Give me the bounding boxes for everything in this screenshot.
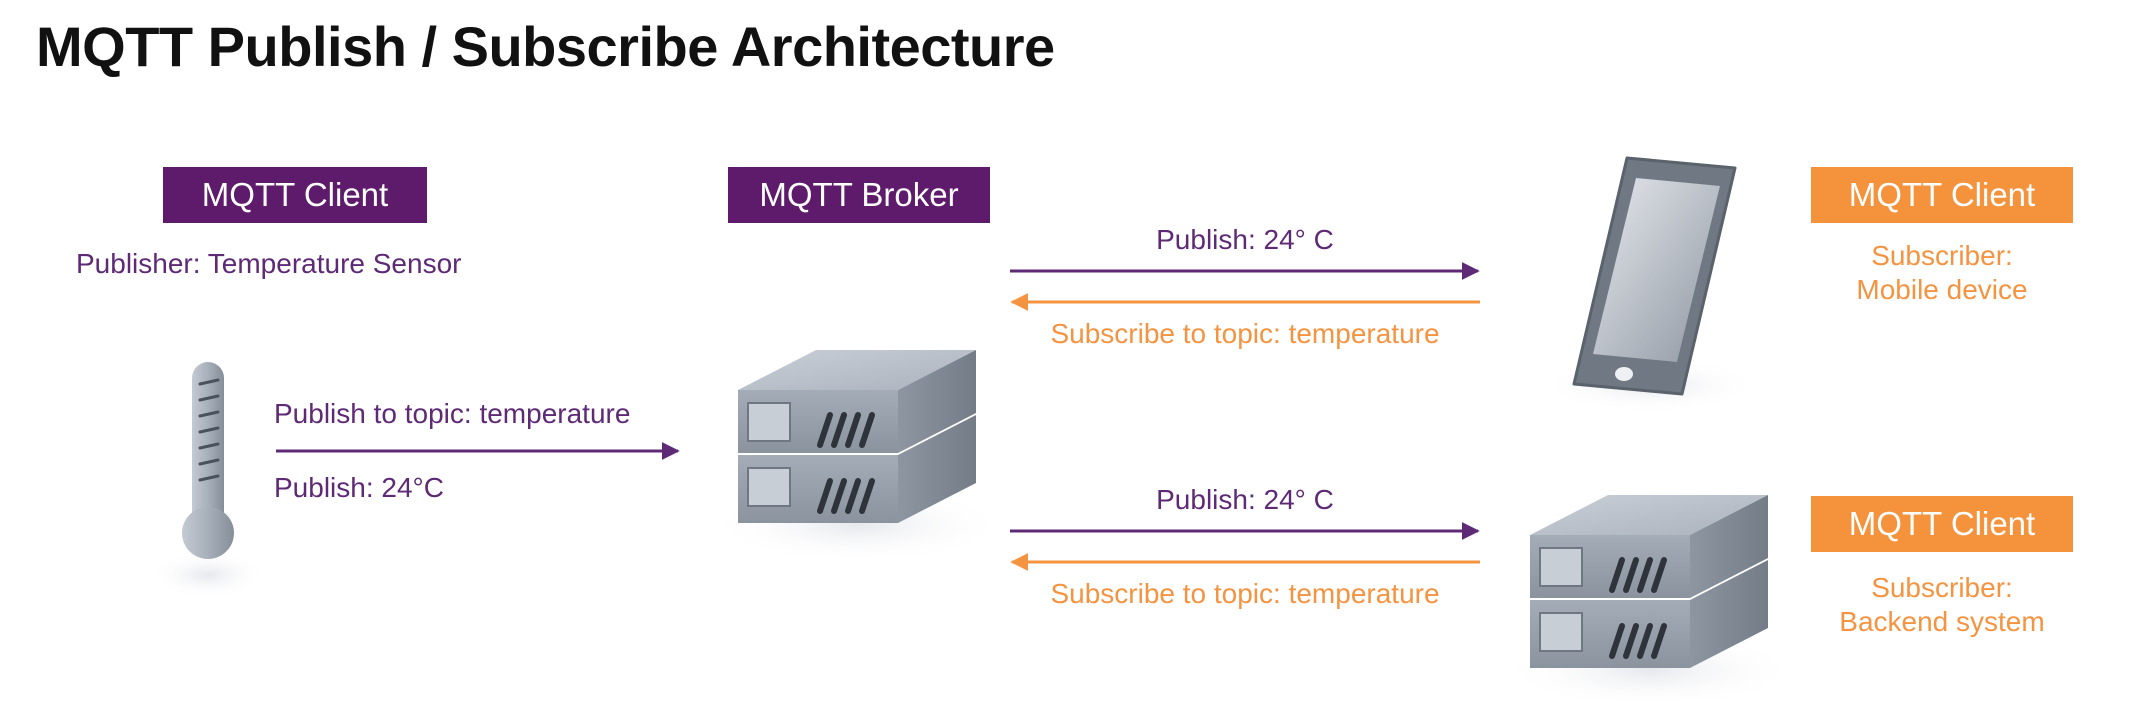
mobile-subscribe-label: Subscribe to topic: temperature: [1050, 318, 1440, 349]
backend-publish-label: Publish: 24° C: [1156, 484, 1334, 515]
page-title: MQTT Publish / Subscribe Architecture: [36, 15, 1055, 78]
backend-role-line1: Subscriber:: [1871, 572, 2013, 603]
smartphone-icon: [1540, 156, 1760, 413]
backend-subscribe-label: Subscribe to topic: temperature: [1050, 578, 1440, 609]
mobile-role-line1: Subscriber:: [1871, 240, 2013, 271]
sensor-publish-value-label: Publish: 24°C: [274, 472, 444, 503]
mobile-client-tag: MQTT Client: [1811, 167, 2073, 223]
thermometer-icon: [148, 362, 268, 599]
broker-tag: MQTT Broker: [728, 167, 990, 223]
backend-role-line2: Backend system: [1839, 606, 2045, 637]
backend-client-tag: MQTT Client: [1811, 496, 2073, 552]
publisher-client-tag: MQTT Client: [163, 167, 427, 223]
mobile-publish-label: Publish: 24° C: [1156, 224, 1334, 255]
mobile-role-line2: Mobile device: [1856, 274, 2028, 305]
broker-server-icon: [708, 350, 1008, 563]
backend-server-icon: [1500, 495, 1800, 708]
publish-topic-label: Publish to topic: temperature: [274, 398, 631, 429]
publisher-role-label: Publisher: Temperature Sensor: [76, 248, 462, 279]
